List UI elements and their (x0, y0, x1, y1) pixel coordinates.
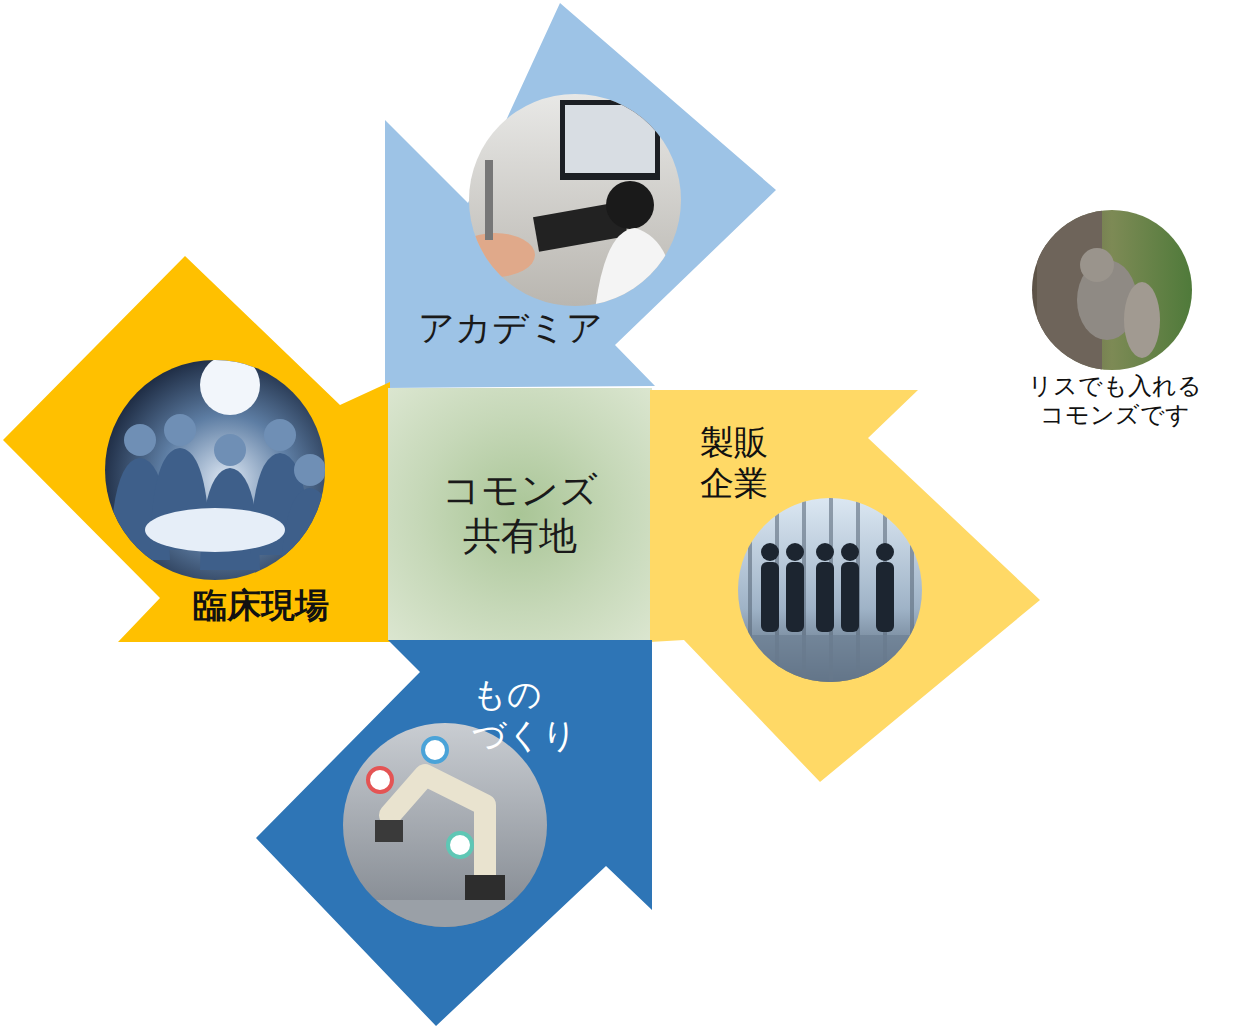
illustration-part (565, 105, 655, 173)
illustration-part (294, 454, 326, 486)
illustration-part (606, 181, 654, 229)
arrow-shape: アカデミア (385, 0, 777, 390)
illustration-part (876, 543, 894, 561)
node-label: コモンズ 共有地 (442, 468, 598, 559)
illustration-part (368, 768, 392, 792)
illustration-part (786, 562, 804, 632)
illustration-part (105, 355, 340, 590)
illustration-part (595, 228, 675, 310)
illustration-part (3, 256, 390, 642)
illustration-part (816, 562, 834, 632)
illustration-part (738, 498, 922, 727)
illustration-part (280, 488, 340, 590)
illustration-part (650, 390, 1040, 782)
illustration-part (264, 419, 296, 451)
illustration-part (375, 820, 403, 842)
illustration-part (560, 100, 660, 180)
illustration-part (748, 498, 752, 682)
illustration-part (343, 900, 547, 930)
illustration-part (145, 508, 285, 552)
illustration-part (256, 640, 652, 1026)
illustration-part (738, 635, 922, 727)
illustration-part (841, 543, 859, 561)
illustration-part (761, 543, 779, 561)
node-label: 製販 企業 (700, 422, 768, 504)
illustration-part (423, 738, 447, 762)
illustration-part (816, 543, 834, 561)
arrow-shape: 臨床現場 (0, 255, 392, 645)
illustration-part (214, 434, 246, 466)
illustration-part (761, 562, 779, 632)
illustration-part (390, 775, 485, 885)
illustration-part (1124, 282, 1160, 358)
node-label: もの づくり (472, 674, 577, 756)
illustration-part (455, 233, 535, 277)
illustration-part (786, 543, 804, 561)
illustration-part (910, 498, 914, 682)
node-label: アカデミア (418, 306, 603, 349)
node-label: 臨床現場 (193, 585, 329, 626)
illustration-part (1032, 210, 1192, 370)
arrow-shape: 製販 企業 (650, 388, 1042, 784)
illustration-part (485, 160, 493, 240)
shape-outline (256, 638, 654, 1028)
illustration-part (200, 355, 260, 415)
illustration-part (455, 94, 681, 310)
illustration-part (164, 414, 196, 446)
illustration-part (385, 3, 776, 388)
illustration-part (1032, 210, 1192, 370)
illustration-part (841, 562, 859, 632)
illustration-part (1080, 248, 1114, 282)
arrow-shape: もの づくり (256, 638, 654, 1028)
illustration-part (876, 562, 894, 632)
center-square: コモンズ 共有地 (388, 388, 652, 640)
photo-circle: リスでも入れる コモンズです (995, 205, 1235, 455)
node-label: リスでも入れる コモンズです (1028, 372, 1202, 430)
illustration-part (448, 833, 472, 857)
illustration-part (124, 424, 156, 456)
